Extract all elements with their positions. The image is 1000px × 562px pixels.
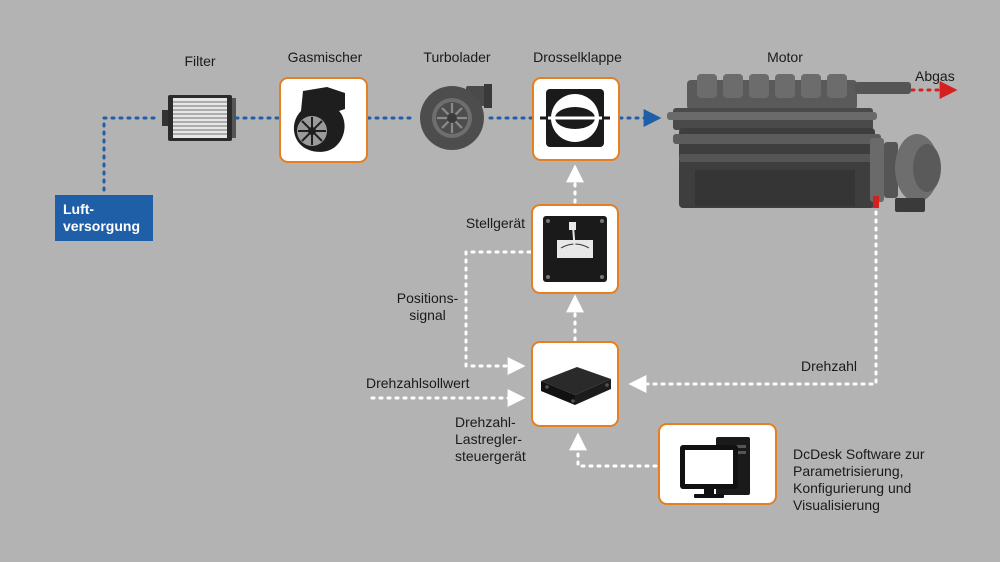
- air-flow-path: [102, 109, 662, 192]
- software-label-line2: Parametrisierung,: [793, 463, 904, 479]
- position-signal-line: [464, 250, 532, 375]
- speed-feedback-line: [628, 210, 878, 393]
- controller-box: [531, 341, 619, 427]
- engine-icon: [667, 74, 941, 212]
- air-supply-label-line1: Luft-: [63, 201, 95, 217]
- speed-setpoint-label: Drehzahlsollwert: [366, 375, 470, 391]
- software-label: DcDesk Software zur Parametrisierung, Ko…: [793, 446, 924, 514]
- controller-unit-icon: [541, 367, 611, 405]
- actuator-label: Stellgerät: [465, 215, 525, 231]
- gas-mixer-icon: [293, 87, 345, 152]
- software-label-line4: Visualisierung: [793, 497, 880, 513]
- speed-label: Drehzahl: [801, 358, 858, 374]
- air-supply-label-line2: versorgung: [63, 218, 141, 234]
- exhaust-label: Abgas: [915, 68, 955, 84]
- controller-label-line2: Lastregler-: [455, 431, 522, 447]
- filter-label: Filter: [184, 53, 216, 69]
- air-supply-to-filter-line: [102, 116, 162, 192]
- throttle-box: [532, 77, 620, 161]
- actuator-box: [531, 204, 619, 294]
- software-to-controller-line: [569, 432, 658, 468]
- throttle-label: Drosselklappe: [533, 49, 622, 65]
- software-label-line3: Konfigurierung und: [793, 480, 912, 496]
- controller-label: Drehzahl- Lastregler- steuergerät: [455, 414, 526, 465]
- actuator-icon: [543, 216, 607, 282]
- gas-mixer-label: Gasmischer: [287, 49, 363, 65]
- air-supply-box: Luft- versorgung: [55, 195, 153, 241]
- software-box: [658, 423, 777, 505]
- gas-mixer-box: [279, 77, 368, 163]
- controller-label-line1: Drehzahl-: [455, 414, 516, 430]
- throttle-valve-icon: [540, 89, 610, 147]
- position-signal-label-line2: signal: [409, 307, 446, 323]
- signal-paths: [370, 164, 878, 468]
- computer-icon: [680, 437, 750, 498]
- engine-label: Motor: [767, 49, 803, 65]
- turbocharger-label: Turbolader: [423, 49, 491, 65]
- position-signal-label: Positions- signal: [390, 290, 465, 324]
- position-signal-label-line1: Positions-: [396, 290, 459, 306]
- turbocharger-icon: [420, 84, 492, 150]
- software-label-line1: DcDesk Software zur: [793, 446, 925, 462]
- controller-label-line3: steuergerät: [455, 448, 526, 464]
- air-filter-icon: [162, 95, 236, 141]
